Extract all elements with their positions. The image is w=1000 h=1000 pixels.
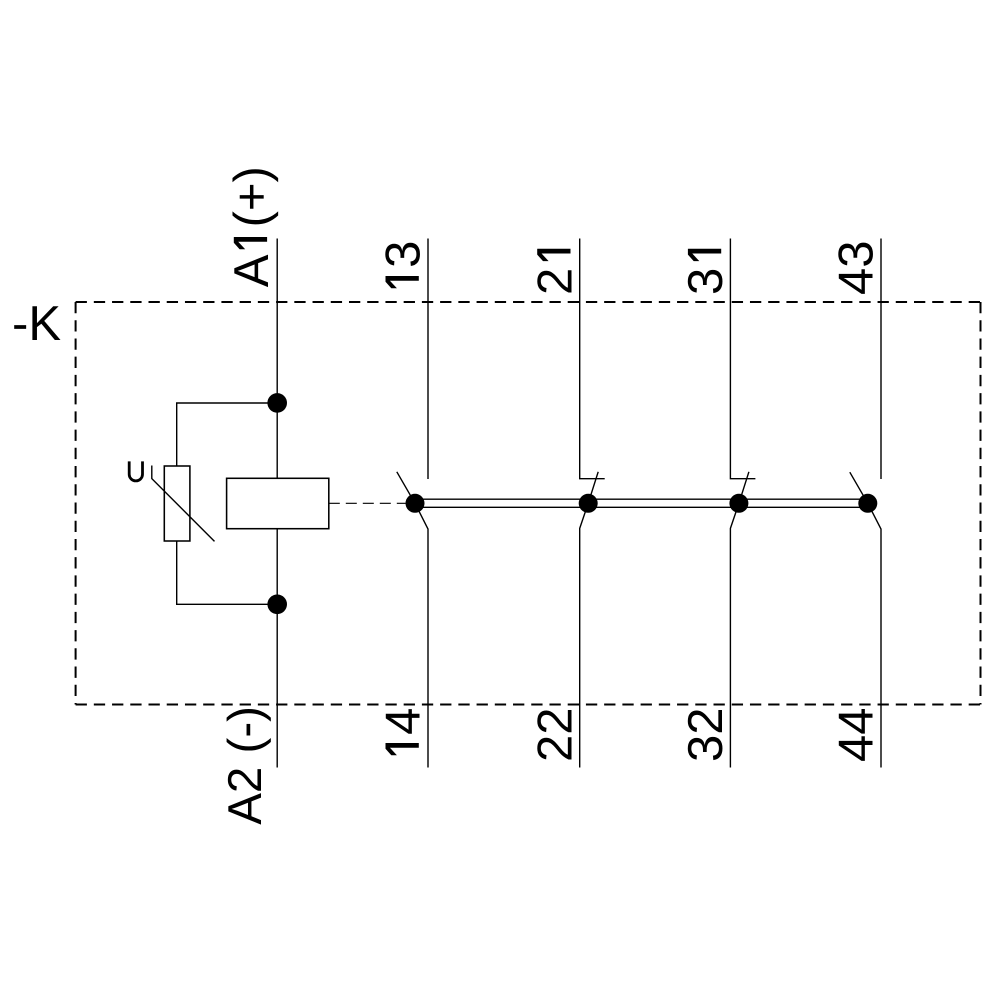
svg-text:44: 44 xyxy=(830,707,884,762)
svg-text:32: 32 xyxy=(679,707,733,762)
svg-text:4: 4 xyxy=(377,708,431,735)
svg-text:3: 3 xyxy=(679,268,733,295)
svg-text:A: A xyxy=(225,254,279,287)
svg-text:2: 2 xyxy=(528,268,582,295)
svg-text:43: 43 xyxy=(830,240,884,295)
svg-text:22: 22 xyxy=(528,707,582,762)
svg-text:A2 (-): A2 (-) xyxy=(219,706,272,825)
svg-text:3: 3 xyxy=(377,241,431,268)
svg-text:-K: -K xyxy=(12,297,61,351)
svg-text:(+): (+) xyxy=(225,166,279,227)
